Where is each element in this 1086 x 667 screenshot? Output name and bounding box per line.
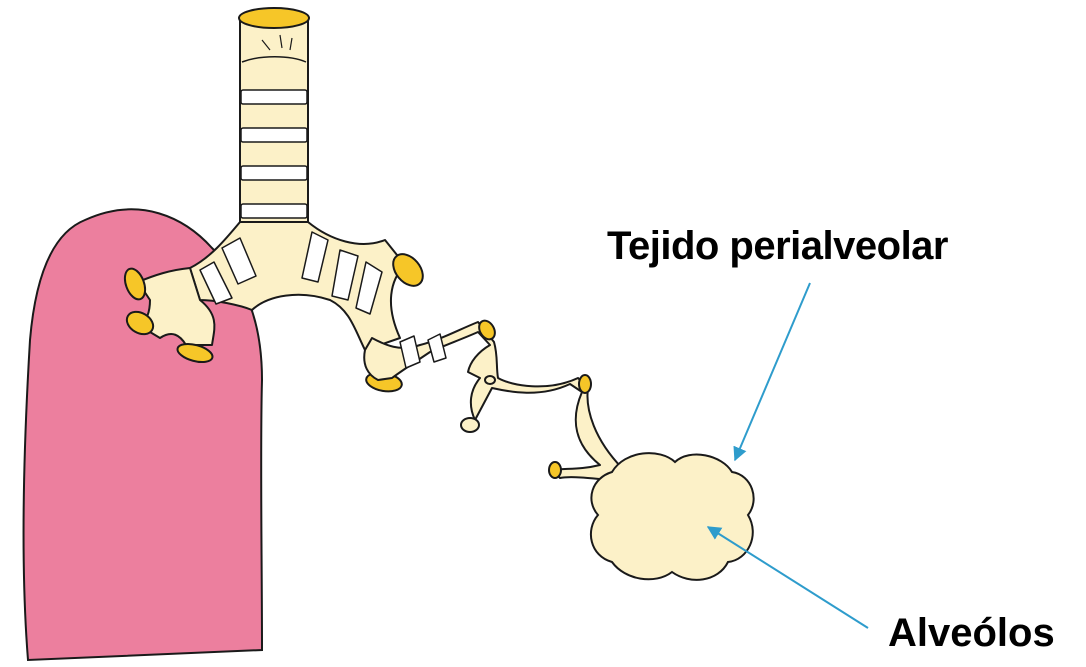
alveolos-arrow	[708, 527, 868, 628]
perialveolar-label: Tejido perialveolar	[607, 224, 948, 269]
alveolar-sac-icon	[591, 453, 754, 580]
alveolos-label: Alveólos	[888, 611, 1055, 656]
perialveolar-arrow	[735, 283, 810, 460]
bronchiole-opening	[476, 318, 498, 342]
bronchiole-opening	[461, 418, 479, 432]
bronchiole-opening	[579, 375, 591, 393]
trachea-opening	[239, 8, 309, 28]
trachea	[240, 18, 308, 222]
bronchiole-opening	[549, 462, 561, 478]
